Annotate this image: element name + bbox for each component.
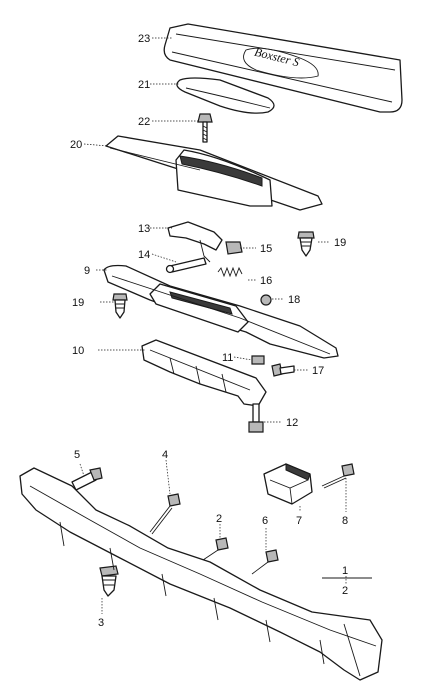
callout-10: 10: [72, 345, 84, 357]
part-15-nut: [225, 241, 243, 255]
part-14-pin: [165, 257, 207, 274]
part-18-nut: [260, 294, 272, 306]
part-16-spring: [217, 266, 243, 278]
callout-7: 7: [296, 515, 302, 527]
part-8-screw: [321, 463, 355, 489]
leader-lines: [79, 37, 372, 614]
callout-5: 5: [74, 449, 80, 461]
callout-11: 11: [222, 352, 233, 364]
callout-19-top: 19: [334, 237, 346, 249]
callout-16: 16: [260, 275, 272, 287]
callout-19-left: 19: [72, 297, 84, 309]
callout-20: 20: [70, 139, 82, 151]
callout-14: 14: [138, 249, 150, 261]
part-3-clip: [99, 565, 119, 597]
callout-9: 9: [84, 265, 90, 277]
part-12-screw: [248, 403, 264, 433]
callout-13: 13: [138, 223, 150, 235]
part-17-screw: [271, 363, 295, 377]
part-13-bracket: [167, 221, 223, 263]
callout-18: 18: [288, 294, 300, 306]
callout-3: 3: [98, 617, 104, 629]
callout-8: 8: [342, 515, 348, 527]
part-23-trim-cover: Boxster S: [163, 23, 403, 113]
callout-2-lower: 2: [342, 585, 348, 597]
part-6-screw: [251, 549, 279, 575]
callout-2-upper: 2: [216, 513, 222, 525]
part-11-clip-nut: [251, 355, 265, 365]
callout-17: 17: [312, 365, 324, 377]
part-10-mounting-bracket: [141, 339, 267, 407]
callout-23: 23: [138, 33, 150, 45]
callout-6: 6: [262, 515, 268, 527]
part-22-screw: [197, 113, 213, 143]
part-4-screw: [149, 493, 181, 535]
callout-4: 4: [162, 449, 168, 461]
lower-support-rail: [19, 467, 383, 681]
part-21-cover: [176, 77, 275, 114]
callout-22: 22: [138, 116, 150, 128]
callout-12: 12: [286, 417, 298, 429]
callout-labels: 23 21 22 20 13 14 15 19 9 16 19 18 10 11…: [70, 33, 348, 629]
part-19-clip-top: [297, 231, 315, 257]
callout-21: 21: [138, 79, 150, 91]
part-9-handle-housing: [103, 264, 339, 359]
part-2-screw: [199, 537, 229, 563]
part-19-clip-left: [112, 293, 128, 319]
part-5-stud: [71, 467, 103, 491]
callout-1: 1: [342, 565, 348, 577]
callout-15: 15: [260, 243, 272, 255]
part-20-handle-strip: [105, 135, 323, 211]
part-7-actuator: [263, 463, 313, 505]
